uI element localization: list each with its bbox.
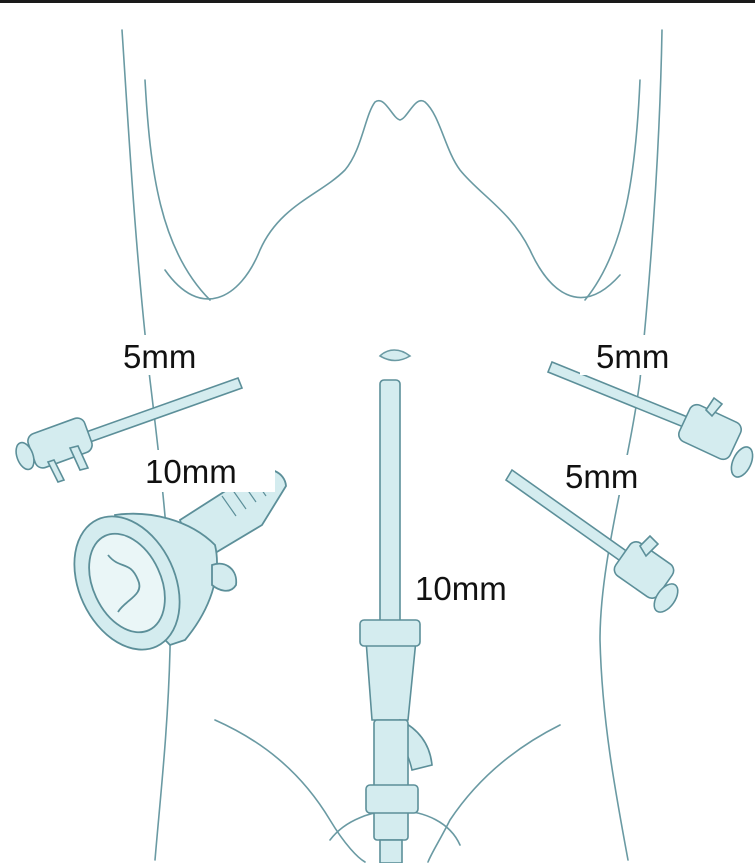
navel-mark — [380, 350, 410, 361]
port-label-umbilical: 10mm — [415, 572, 507, 605]
inguinal-left-line — [215, 720, 365, 862]
torso-right-outline — [600, 30, 662, 860]
torso-left-outline — [122, 30, 170, 860]
port-label-left-upper: 5mm — [123, 340, 196, 373]
port-label-right-upper: 5mm — [596, 340, 669, 373]
port-label-right-lower: 5mm — [565, 460, 638, 493]
trocar-umbilical — [360, 380, 432, 863]
port-label-left-lower: 10mm — [145, 455, 237, 488]
flank-left-line — [145, 80, 210, 300]
ribcage-outline — [165, 101, 620, 299]
trocar-left-lower — [54, 469, 286, 666]
inguinal-right-line — [428, 725, 560, 862]
flank-right-line — [585, 80, 640, 300]
